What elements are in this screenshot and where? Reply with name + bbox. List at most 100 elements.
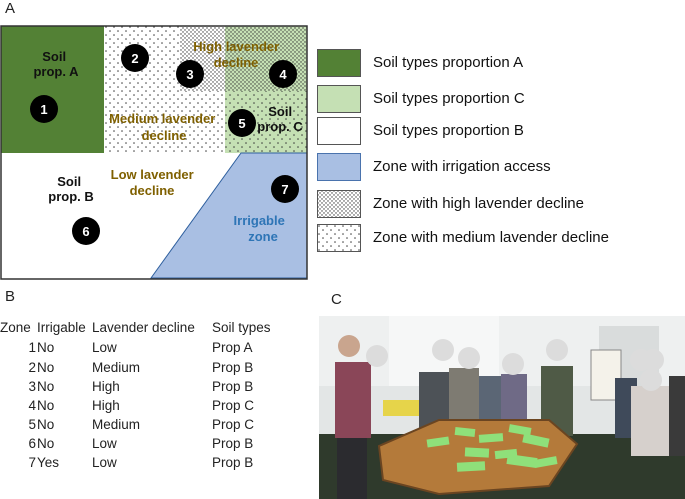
table-row: 4 No High Prop C <box>0 398 300 418</box>
high-decline-label-line2: decline <box>214 55 259 70</box>
svg-text:Soil prop. A: Soil prop. A <box>33 49 79 79</box>
cell-irrigable: No <box>37 379 55 394</box>
table-row: 2 No Medium Prop B <box>0 360 300 380</box>
legend-label-irrigation: Zone with irrigation access <box>373 158 551 175</box>
soil-c-label-line2: prop. C <box>257 119 303 134</box>
legend-label-high-decline: Zone with high lavender decline <box>373 195 584 212</box>
zone-marker-1: 1 <box>30 95 58 123</box>
zone-number-1: 1 <box>40 102 47 117</box>
cell-soil: Prop A <box>212 340 253 355</box>
high-decline-label-line1: High lavender <box>193 39 279 54</box>
zone-marker-7: 7 <box>271 175 299 203</box>
medium-decline-label-line1: Medium lavender <box>109 111 215 126</box>
zone-marker-4: 4 <box>269 60 297 88</box>
table-row: 3 No High Prop B <box>0 379 300 399</box>
medium-decline-swatch <box>317 224 361 252</box>
cell-decline: High <box>92 379 120 394</box>
zone-number-5: 5 <box>238 116 245 131</box>
table-header-zone: Zone <box>0 320 31 335</box>
legend-label-soil-c: Soil types proportion C <box>373 90 525 107</box>
zone-marker-3: 3 <box>176 60 204 88</box>
cell-irrigable: Yes <box>37 455 60 470</box>
table-row: 7 Yes Low Prop B <box>0 455 300 475</box>
high-decline-swatch <box>317 190 361 218</box>
soil-zone-a <box>1 26 104 153</box>
zone-number-7: 7 <box>281 182 288 197</box>
zone-number-6: 6 <box>82 224 89 239</box>
legend-label-soil-b: Soil types proportion B <box>373 122 524 139</box>
cell-soil: Prop C <box>212 417 255 432</box>
panel-label-b: B <box>5 288 16 305</box>
legend-label-soil-a: Soil types proportion A <box>373 54 524 71</box>
cell-decline: Low <box>92 340 117 355</box>
blurred-face <box>642 349 664 371</box>
table-header-irrigable: Irrigable <box>37 320 86 335</box>
zone-number-4: 4 <box>279 67 287 82</box>
cell-soil: Prop B <box>212 436 254 451</box>
legend-item-medium-decline: Zone with medium lavender decline <box>317 224 677 254</box>
cell-zone: 1 <box>28 340 36 355</box>
cell-decline: Medium <box>92 360 141 375</box>
green-cards <box>426 424 558 472</box>
cell-soil: Prop B <box>212 379 254 394</box>
table-row: 6 No Low Prop B <box>0 436 300 456</box>
cell-zone: 6 <box>28 436 36 451</box>
cell-soil: Prop C <box>212 398 255 413</box>
legend-item-high-decline: Zone with high lavender decline <box>317 190 677 220</box>
svg-text:Medium lavender decline: Medium lavender decline <box>109 111 219 143</box>
soil-a-label-line2: prop. A <box>33 64 79 79</box>
cell-decline: Low <box>92 455 117 470</box>
cell-soil: Prop B <box>212 455 254 470</box>
cell-decline: High <box>92 398 120 413</box>
cell-irrigable: No <box>37 398 55 413</box>
zone-map: Soil prop. A High lavender decline Mediu… <box>0 25 308 280</box>
legend-item-irrigation: Zone with irrigation access <box>317 153 677 183</box>
soil-b-label-line2: prop. B <box>48 189 94 204</box>
cell-irrigable: No <box>37 360 55 375</box>
cell-zone: 7 <box>28 455 36 470</box>
irrigable-label-line2: zone <box>248 229 278 244</box>
blurred-face <box>458 347 480 369</box>
soil-b-label-line1: Soil <box>57 174 81 189</box>
table-header-decline: Lavender decline <box>92 320 195 335</box>
svg-text:Soil prop. B: Soil prop. B <box>48 174 94 204</box>
map-border <box>0 25 308 280</box>
blurred-face <box>640 369 662 391</box>
zone-number-2: 2 <box>131 51 138 66</box>
cell-decline: Medium <box>92 417 141 432</box>
irrigation-swatch <box>317 153 361 181</box>
soil-b-swatch <box>317 117 361 145</box>
zone-marker-6: 6 <box>72 217 100 245</box>
table-row: 5 No Medium Prop C <box>0 417 300 437</box>
svg-text:Low lavender decline: Low lavender decline <box>111 167 198 198</box>
soil-c-swatch <box>317 85 361 113</box>
blurred-face <box>366 345 388 367</box>
cell-irrigable: No <box>37 417 55 432</box>
soil-c-label-line1: Soil <box>268 104 292 119</box>
cell-soil: Prop B <box>212 360 254 375</box>
workshop-photo <box>319 316 685 499</box>
svg-text:Soil prop. C: Soil prop. C <box>257 104 303 134</box>
legend-item-soil-a: Soil types proportion A <box>317 49 677 79</box>
cell-zone: 4 <box>28 398 36 413</box>
cell-zone: 3 <box>28 379 36 394</box>
cell-zone: 5 <box>28 417 36 432</box>
soil-a-swatch <box>317 49 361 77</box>
irrigable-label-line1: Irrigable <box>234 213 285 228</box>
cell-irrigable: No <box>37 436 55 451</box>
legend-item-soil-b: Soil types proportion B <box>317 117 677 147</box>
blurred-face <box>546 339 568 361</box>
svg-text:High lavender decline: High lavender decline <box>193 39 283 70</box>
table-row: 1 No Low Prop A <box>0 340 300 360</box>
cell-decline: Low <box>92 436 117 451</box>
blurred-face <box>502 353 524 375</box>
medium-decline-label-line2: decline <box>142 128 187 143</box>
zone-marker-2: 2 <box>121 44 149 72</box>
person-left <box>335 335 371 499</box>
cell-irrigable: No <box>37 340 55 355</box>
soil-a-label-line1: Soil <box>42 49 66 64</box>
zone-table: Zone Irrigable Lavender decline Soil typ… <box>0 320 310 480</box>
low-decline-label-line2: decline <box>130 183 175 198</box>
cell-zone: 2 <box>28 360 36 375</box>
zone-number-3: 3 <box>186 67 193 82</box>
